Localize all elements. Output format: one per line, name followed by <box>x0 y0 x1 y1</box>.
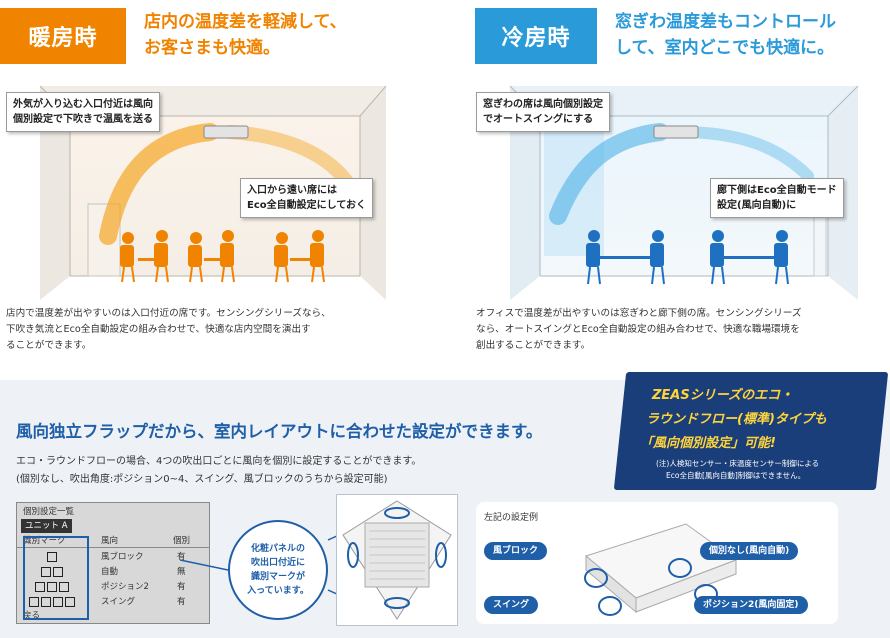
mark-icon <box>47 552 57 562</box>
lcd-header-direction: 風向 <box>101 536 119 546</box>
lcd-row-direction: スイング <box>101 597 136 607</box>
lcd-unit-row: ユニット A <box>17 519 209 533</box>
heating-headline-line-1: 店内の温度差を軽減して、 <box>144 12 347 32</box>
settings-example: 左記の設定例 風ブロック 個別なし(風向自動) スイング ポジション2(風向固定… <box>476 502 838 624</box>
table-row[interactable]: ポジション2 有 <box>17 580 209 594</box>
cooling-headline: 窓ぎわ温度差もコントロール して、室内どこでも快適に。 <box>615 9 836 61</box>
table-row[interactable]: 自動 無 <box>17 565 209 579</box>
mark-icon <box>35 582 45 592</box>
lcd-row-direction: 自動 <box>101 567 119 577</box>
cooling-description: オフィスで温度差が出やすいのは窓ぎわと廊下側の席。センシングシリーズ なら、オー… <box>476 306 802 354</box>
heating-badge: 暖房時 <box>0 8 126 64</box>
lcd-header-individual: 個別 <box>173 536 191 546</box>
mark-icon <box>59 582 69 592</box>
mark-icon <box>41 567 51 577</box>
tag-wind-block: 風ブロック <box>484 542 548 560</box>
cooling-description-line-1: オフィスで温度差が出やすいのは窓ぎわと廊下側の席。センシングシリーズ <box>476 308 802 319</box>
cooling-callout-corridor: 廊下側はEco全自動モード 設定(風向自動)に <box>710 178 844 218</box>
cooling-headline-line-2: して、室内どこでも快適に。 <box>615 38 835 58</box>
flap-feature-title: 風向独立フラップだから、室内レイアウトに合わせた設定ができます。 <box>16 422 543 441</box>
table-row[interactable]: 風ブロック 有 <box>17 550 209 564</box>
zeas-line-3: 「風向個別設定」可能! <box>640 436 776 451</box>
flap-feature-sub-1: エコ・ラウンドフローの場合、4つの吹出口ごとに風向を個別に設定することができます… <box>16 456 422 467</box>
mark-icon <box>29 597 39 607</box>
identification-mark-bubble: 化粧パネルの 吹出口付近に 識別マークが 入っています。 <box>228 520 328 620</box>
heating-callout-entrance-line-1: 外気が入り込む入口付近は風向 <box>13 99 153 110</box>
table-row[interactable]: スイング 有 <box>17 595 209 609</box>
lcd-unit: ユニット A <box>21 519 72 533</box>
cooling-description-line-2: なら、オートスイングとEco全自動設定の組み合わせで、快適な職場環境を <box>476 324 800 335</box>
lcd-header-mark: 識別マーク <box>23 536 66 546</box>
cooling-callout-window: 窓ぎわの席は風向個別設定 でオートスイングにする <box>476 92 610 132</box>
cooling-headline-line-1: 窓ぎわ温度差もコントロール <box>615 12 836 32</box>
mark-icon <box>47 582 57 592</box>
bubble-line-3: 識別マークが <box>250 572 305 582</box>
lcd-row-direction: 風ブロック <box>101 552 144 562</box>
lcd-row-individual: 有 <box>177 597 186 607</box>
heating-callout-far-seats: 入口から遠い席には Eco全自動設定にしておく <box>240 178 374 218</box>
lcd-footer-row: 戻る <box>17 609 209 623</box>
heating-description-line-1: 店内で温度差が出やすいのは入口付近の席です。センシングシリーズなら、 <box>6 308 331 319</box>
bubble-line-4: 入っています。 <box>247 586 309 596</box>
lcd-row-direction: ポジション2 <box>101 582 149 592</box>
mark-icon <box>53 567 63 577</box>
heating-headline: 店内の温度差を軽減して、 お客さまも快適。 <box>144 9 347 61</box>
bubble-line-1: 化粧パネルの <box>250 544 305 554</box>
lcd-title: 個別設定一覧 <box>23 507 75 517</box>
zeas-note-1: (注)人検知センサー・床温度センサー制御による <box>656 459 820 468</box>
heating-description-line-3: ることができます。 <box>6 340 92 351</box>
cooling-badge: 冷房時 <box>475 8 597 64</box>
cooling-callout-window-line-1: 窓ぎわの席は風向個別設定 <box>483 99 603 110</box>
heating-description-line-2: 下吹き気流とEco全自動設定の組み合わせで、快適な店内空間を演出す <box>6 324 311 335</box>
cooling-callout-window-line-2: でオートスイングにする <box>483 114 594 125</box>
heating-description: 店内で温度差が出やすいのは入口付近の席です。センシングシリーズなら、 下吹き気流… <box>6 306 331 354</box>
lcd-back-button[interactable]: 戻る <box>23 611 41 621</box>
ceiling-panel-image-frame <box>336 494 458 626</box>
cooling-callout-corridor-line-1: 廊下側はEco全自動モード <box>717 185 837 196</box>
heating-callout-entrance-line-2: 個別設定で下吹きで温風を送る <box>13 114 153 125</box>
tag-swing: スイング <box>484 596 539 614</box>
heating-callout-far-seats-line-2: Eco全自動設定にしておく <box>247 200 367 211</box>
lcd-row-individual: 無 <box>177 567 186 577</box>
lcd-header-row: 識別マーク 風向 個別 <box>17 534 209 548</box>
cooling-description-line-3: 創出することができます。 <box>476 340 591 351</box>
mark-icon <box>41 597 51 607</box>
heating-headline-line-2: お客さまも快適。 <box>144 38 280 58</box>
tag-position-2: ポジション2(風向固定) <box>694 596 808 614</box>
lcd-title-row: 個別設定一覧 <box>17 505 209 519</box>
individual-settings-screen: 個別設定一覧 ユニット A 識別マーク 風向 個別 風ブロック 有 自動 無 ポ… <box>16 502 210 624</box>
heating-callout-far-seats-line-1: 入口から遠い席には <box>247 185 337 196</box>
mark-icon <box>65 597 75 607</box>
lcd-row-individual: 有 <box>177 552 186 562</box>
zeas-note-2: Eco全自動[風向自動]制御はできません。 <box>666 471 806 480</box>
zeas-line-1: ZEASシリーズのエコ・ <box>652 388 794 403</box>
bubble-line-2: 吹出口付近に <box>250 558 305 568</box>
flap-feature-sub-2: (個別なし、吹出角度:ポジション0~4、スイング、風ブロックのうちから設定可能) <box>16 474 388 485</box>
lcd-row-individual: 有 <box>177 582 186 592</box>
cooling-callout-corridor-line-2: 設定(風向自動)に <box>717 200 797 211</box>
mark-column-highlight <box>23 536 89 620</box>
tag-no-individual: 個別なし(風向自動) <box>700 542 799 560</box>
example-unit-image <box>584 523 738 616</box>
heating-callout-entrance: 外気が入り込む入口付近は風向 個別設定で下吹きで温風を送る <box>6 92 160 132</box>
settings-example-title: 左記の設定例 <box>484 513 539 523</box>
mark-icon <box>53 597 63 607</box>
ceiling-panel-image <box>342 500 452 620</box>
zeas-line-2: ラウンドフロー(標準)タイプも <box>646 412 827 427</box>
